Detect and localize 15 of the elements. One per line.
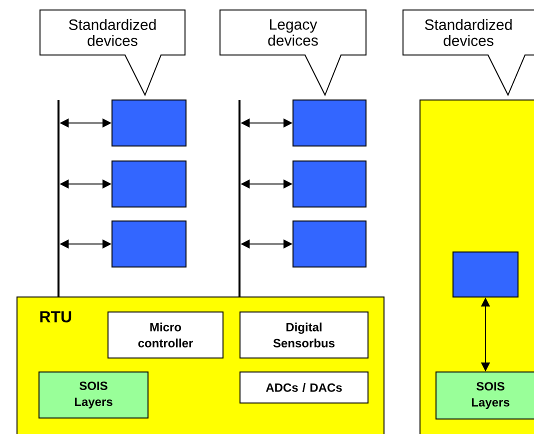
device-box <box>292 160 366 208</box>
device-box <box>452 252 518 298</box>
device-box <box>112 220 186 268</box>
device-box <box>112 100 186 146</box>
device-box <box>112 160 186 208</box>
component-box: Micro controller <box>108 312 224 358</box>
layer-box: SOIS Layers <box>38 372 148 418</box>
component-box: ADCs / DACs <box>240 372 368 404</box>
device-box <box>292 220 366 268</box>
device-box <box>292 100 366 146</box>
component-box: Digital Sensorbus <box>240 312 368 358</box>
layer-box: SOIS Layers <box>436 372 534 420</box>
callout-box: Standardized devices <box>40 10 186 96</box>
callout-box: Legacy devices <box>220 10 366 96</box>
callout-box: Standardized devices <box>402 10 534 96</box>
